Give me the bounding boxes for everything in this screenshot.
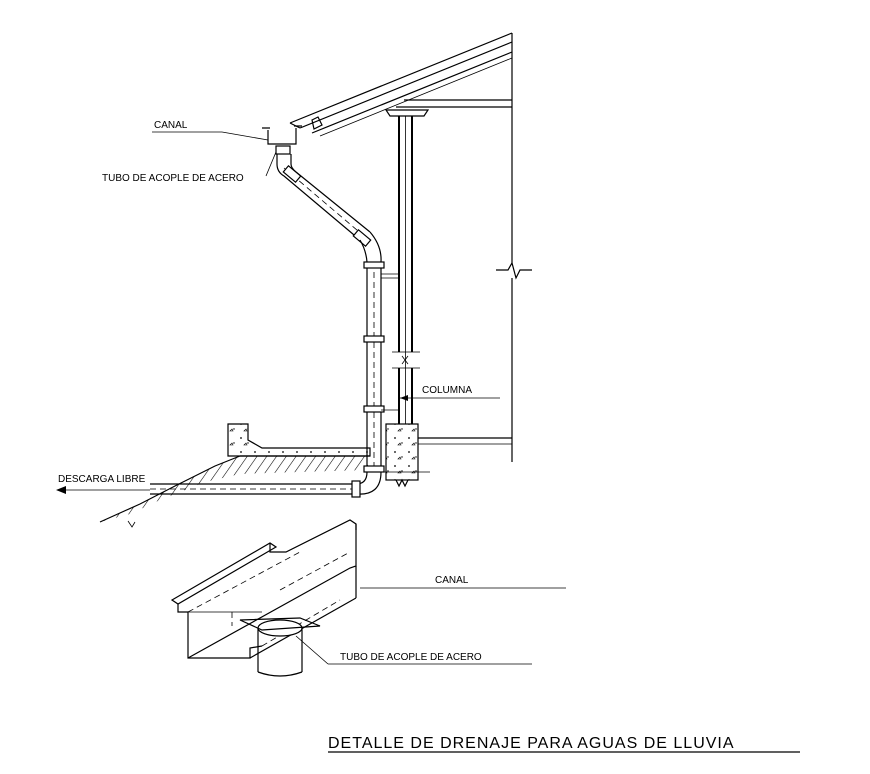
downpipe — [150, 154, 399, 498]
drawing-title: DETALLE DE DRENAJE PARA AGUAS DE LLUVIA — [328, 735, 735, 752]
label-canal-bottom: CANAL — [435, 575, 469, 586]
beam — [384, 99, 512, 117]
gutter-section — [262, 125, 302, 155]
label-descarga: DESCARGA LIBRE — [58, 474, 146, 485]
curb — [227, 423, 371, 457]
label-tubo-bottom: TUBO DE ACOPLE DE ACERO — [340, 652, 482, 663]
column-footing — [385, 423, 419, 488]
label-columna: COLUMNA — [422, 385, 472, 396]
label-canal-top: CANAL — [154, 120, 188, 131]
wall — [418, 33, 532, 462]
label-tubo-top: TUBO DE ACOPLE DE ACERO — [102, 173, 244, 184]
column — [392, 116, 420, 424]
roof — [289, 32, 513, 137]
leaders — [56, 131, 566, 665]
gutter-perspective — [170, 519, 357, 677]
